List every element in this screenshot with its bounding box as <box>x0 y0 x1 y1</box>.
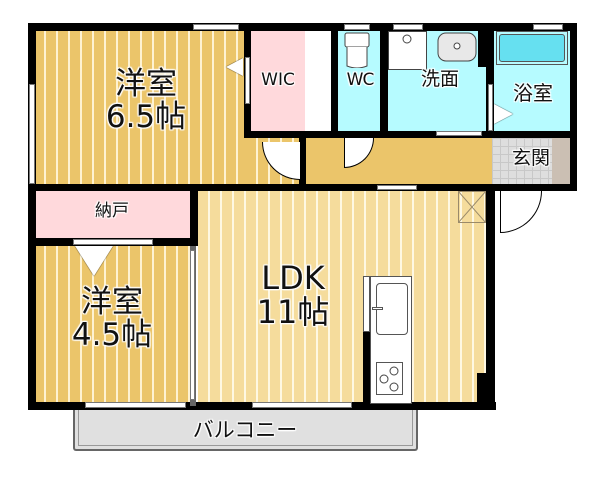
window-room2-bottom <box>85 402 186 408</box>
wall-mid-horizontal <box>28 184 496 191</box>
wic-room <box>250 30 305 135</box>
western-room-1 <box>34 30 246 185</box>
washing-machine-icon <box>388 31 427 70</box>
window-room1-left <box>29 84 35 184</box>
kitchen-backsplash-wall <box>363 330 370 404</box>
shoebox <box>552 138 570 184</box>
wall-right-upper <box>570 23 577 191</box>
room-size: 4.5帖 <box>71 316 153 353</box>
room-label-western-2: 洋室 4.5帖 <box>62 286 162 351</box>
kitchen-backsplash-panel <box>363 276 370 332</box>
refrigerator-space-icon <box>458 191 486 223</box>
room-size: 6.5帖 <box>105 98 187 135</box>
door-ldk-sliding <box>377 185 417 190</box>
bathtub-border <box>496 31 568 65</box>
room-label-balcony: バルコニー <box>192 418 298 442</box>
wall-storage-right <box>190 184 198 246</box>
wall-wc-right <box>380 23 388 138</box>
wall-wash-right <box>486 23 494 138</box>
room-label-entrance: 玄関 <box>511 147 550 169</box>
wall-wet-bottom <box>246 131 577 138</box>
ldk-room <box>198 190 486 403</box>
door-storage-sliding <box>73 239 153 245</box>
window-room1-top <box>193 24 239 30</box>
room-label-storage: 納戸 <box>95 201 129 221</box>
wall-entrance-bottom <box>486 184 577 191</box>
window-wc-top <box>344 24 370 30</box>
room-name: LDK <box>261 259 325 297</box>
room-name: 洋室 <box>115 66 177 102</box>
wall-wic-right <box>331 23 338 138</box>
room-label-bathroom: 浴室 <box>513 81 553 105</box>
balcony <box>73 406 418 451</box>
window-wash-top <box>393 24 423 30</box>
door-wash-sliding <box>436 131 482 136</box>
wall-top <box>28 23 577 31</box>
door-bath-sliding <box>488 84 493 131</box>
closet-arrow-icon <box>75 246 113 276</box>
window-bath-top <box>533 24 563 30</box>
wall-hall-stub <box>299 138 306 185</box>
kitchen-faucet <box>372 307 383 310</box>
storage-room <box>34 190 190 240</box>
window-ldk-bottom <box>252 402 352 408</box>
room-name: 洋室 <box>81 284 143 320</box>
wall-ldk-right <box>486 185 495 410</box>
toilet-icon <box>344 32 370 68</box>
room-label-ldk: LDK 11帖 <box>238 259 348 331</box>
closet-arrow-icon <box>226 58 243 76</box>
stove-icon <box>376 362 403 395</box>
wall-left <box>28 23 36 410</box>
closet-arrow-icon <box>494 104 513 124</box>
door-wic-sliding <box>245 57 250 104</box>
room-label-western-1: 洋室 6.5帖 <box>96 68 196 133</box>
door-room2-sliding <box>190 250 195 400</box>
room-label-wc: WC <box>346 70 375 90</box>
room-label-wic: WIC <box>261 70 295 90</box>
room-size: 11帖 <box>256 292 330 331</box>
room-label-washroom: 洗面 <box>420 68 459 90</box>
bathtub-icon <box>499 34 565 62</box>
wall-ldk-corner <box>477 373 495 410</box>
washroom-cabinet-wall <box>478 30 488 67</box>
door-swing-icon <box>500 191 542 233</box>
sink-icon <box>437 32 477 62</box>
